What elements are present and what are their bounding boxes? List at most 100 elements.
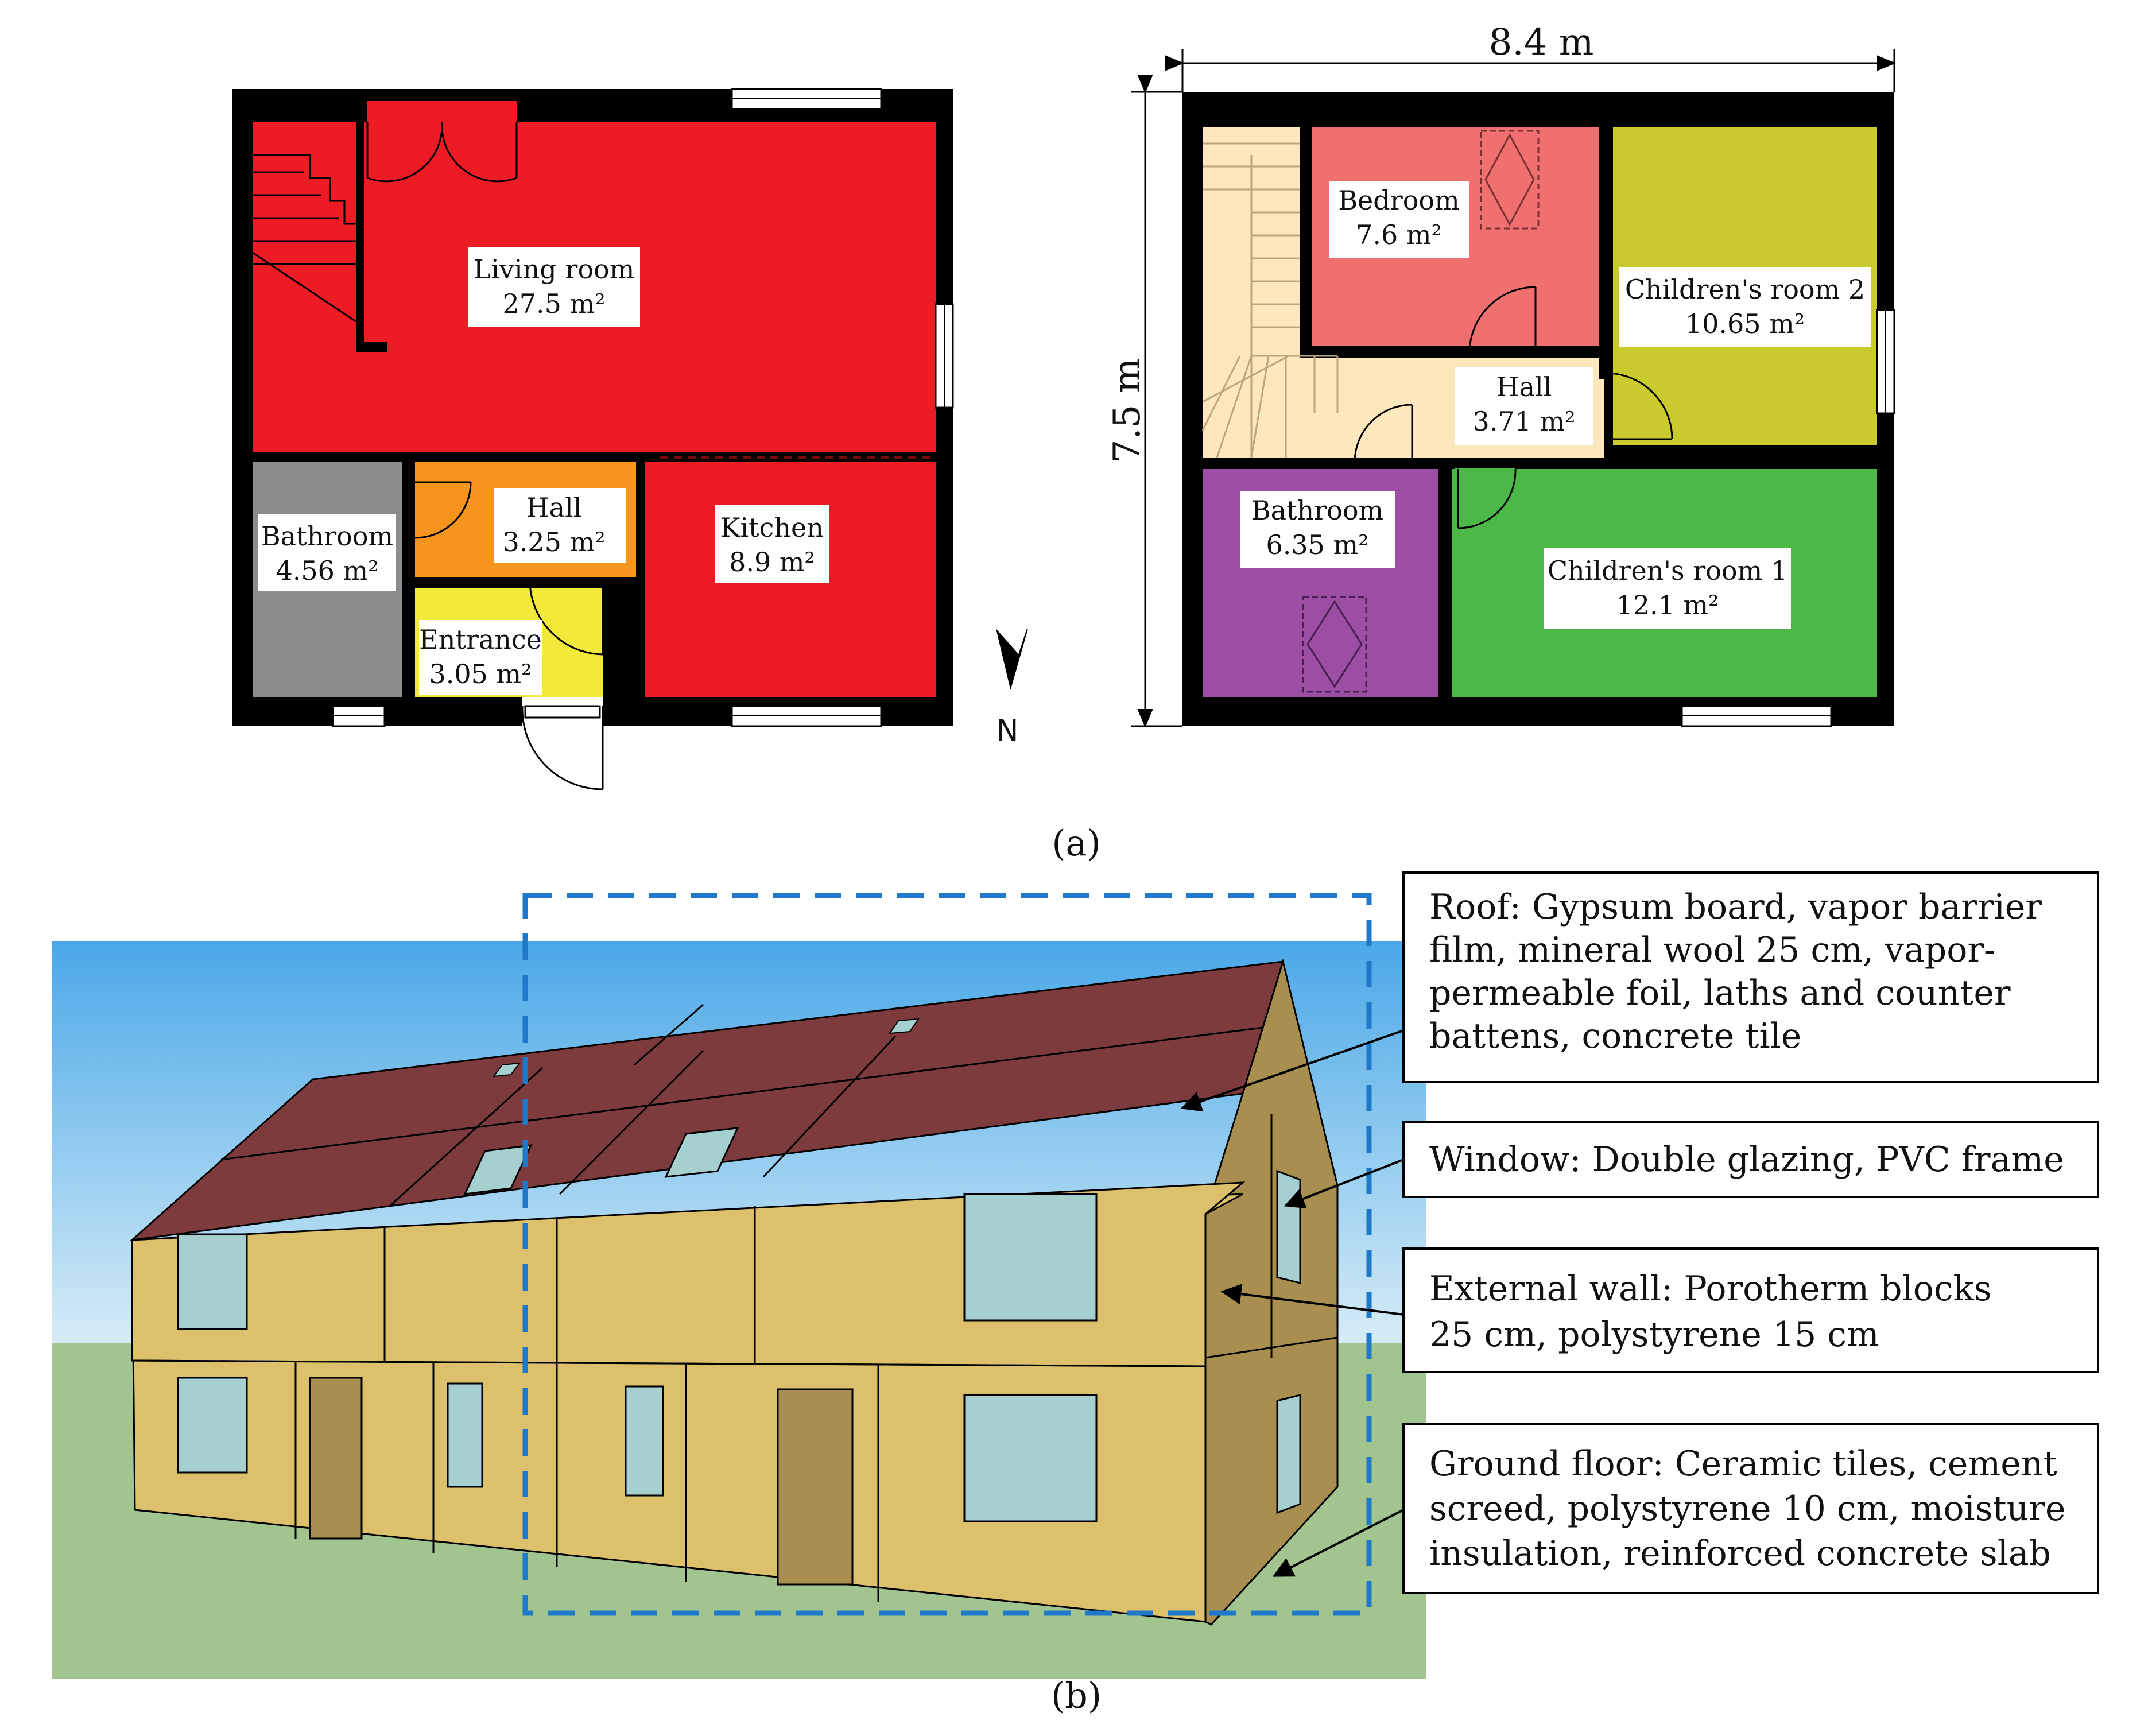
annotation-ground-floor: Ground floor: Ceramic tiles, cement scre… bbox=[1402, 1423, 2099, 1594]
building-3d-view bbox=[52, 893, 1426, 1679]
front-window-4 bbox=[447, 1382, 483, 1488]
entrance-label-box bbox=[419, 620, 542, 695]
bedroom-label-box bbox=[1329, 181, 1469, 258]
wall-stair-bedroom bbox=[1300, 127, 1312, 346]
front-window-5 bbox=[625, 1385, 664, 1497]
roof-annotation-line-4: battens, concrete tile bbox=[1429, 1016, 1801, 1056]
entrance-inner-door bbox=[529, 582, 604, 656]
kitchen-area-label: 8.9 m² bbox=[729, 547, 815, 578]
roof-skylight-3 bbox=[492, 1062, 521, 1078]
wall-annotation-line-1: External wall: Porotherm blocks bbox=[1429, 1269, 1992, 1309]
living-room-area-label: 27.5 m² bbox=[502, 288, 605, 319]
hall-ground-name: Hall bbox=[526, 492, 582, 523]
hall-first-label-box bbox=[1455, 367, 1593, 445]
roof-skylight-4 bbox=[888, 1018, 920, 1034]
bedroom-area-label: 7.6 m² bbox=[1356, 219, 1442, 250]
caption-a: (a) bbox=[1052, 822, 1100, 864]
window-annotation-line-1: Window: Double glazing, PVC frame bbox=[1429, 1140, 2064, 1180]
hall-ground-area-label: 3.25 m² bbox=[502, 526, 605, 557]
ground-floor-plan: Living room 27.5 m² Bathroom 4.56 m² Hal… bbox=[232, 88, 1028, 790]
bathroom-first-name: Bathroom bbox=[1251, 495, 1383, 526]
living-room-top-notch bbox=[367, 101, 517, 124]
kids2-area-label: 10.65 m² bbox=[1685, 308, 1805, 339]
hall-door bbox=[414, 481, 472, 539]
wall-kids2-bottom bbox=[1613, 445, 1877, 458]
wall-hall-kitchen bbox=[636, 462, 645, 577]
window-arrow bbox=[1284, 1158, 1404, 1208]
width-dimension-label: 8.4 m bbox=[1489, 21, 1594, 64]
roof-arrow bbox=[1180, 1029, 1404, 1112]
bathroom-skylight-icon bbox=[1302, 596, 1367, 693]
hall-ground-label-box bbox=[494, 488, 626, 563]
roof-annotation-line-1: Roof: Gypsum board, vapor barrier bbox=[1429, 887, 2042, 927]
wall-bath-hall bbox=[402, 462, 415, 698]
bathroom-ground-name: Bathroom bbox=[261, 521, 393, 552]
kids2-door bbox=[1605, 372, 1673, 440]
ground-arrow bbox=[1272, 1509, 1404, 1577]
wall-hall-kids1 bbox=[1515, 458, 1877, 469]
front-window-2 bbox=[963, 1193, 1098, 1322]
wall-arrow bbox=[1220, 1284, 1404, 1316]
front-window-6 bbox=[963, 1394, 1098, 1522]
side-window-top bbox=[1276, 1169, 1301, 1284]
kids1-name: Children's room 1 bbox=[1548, 555, 1787, 586]
wall-stair bbox=[356, 122, 364, 352]
first-floor-stairs bbox=[1201, 142, 1339, 458]
ground-annotation-line-2: screed, polystyrene 10 cm, moisture bbox=[1429, 1489, 2065, 1529]
kitchen-label-box bbox=[715, 505, 829, 583]
front-window-3 bbox=[177, 1377, 248, 1474]
entrance-area-label: 3.05 m² bbox=[429, 658, 532, 689]
wall-bedroom-kids2 bbox=[1599, 127, 1613, 369]
entrance-name: Entrance bbox=[419, 624, 542, 655]
roof-annotation-line-2: film, mineral wool 25 cm, vapor- bbox=[1429, 930, 1995, 970]
bathroom-first-door bbox=[1354, 404, 1413, 463]
bathroom-first-area-label: 6.35 m² bbox=[1266, 529, 1368, 560]
first-floor-plan: 8.4 m 7.5 m bbox=[1106, 21, 1896, 728]
north-label: N bbox=[996, 714, 1019, 748]
wall-entrance-kitchen bbox=[603, 577, 645, 698]
kids1-label-box bbox=[1544, 548, 1791, 629]
wall-bedroom-bottom bbox=[1300, 346, 1599, 358]
front-window-1 bbox=[177, 1233, 248, 1330]
front-door-2 bbox=[777, 1388, 854, 1586]
roof-annotation-line-3: permeable foil, laths and counter bbox=[1429, 973, 2011, 1013]
living-room-label-box bbox=[468, 247, 640, 327]
kitchen-name: Kitchen bbox=[720, 512, 824, 543]
front-door-1 bbox=[309, 1377, 363, 1540]
hall-first-name: Hall bbox=[1496, 371, 1552, 402]
wall-hall-bathroom bbox=[1203, 458, 1455, 469]
wall-stair-foot bbox=[356, 342, 387, 352]
roof-skylight-1 bbox=[463, 1144, 533, 1195]
annotation-roof: Roof: Gypsum board, vapor barrier film, … bbox=[1402, 871, 2099, 1083]
kids2-label-box bbox=[1619, 267, 1871, 347]
height-dimension-label: 7.5 m bbox=[1106, 358, 1149, 463]
ground-annotation-line-3: insulation, reinforced concrete slab bbox=[1429, 1533, 2051, 1574]
annotation-external-wall: External wall: Porotherm blocks 25 cm, p… bbox=[1402, 1247, 2099, 1373]
entrance-door-opening bbox=[522, 698, 603, 726]
annotation-window: Window: Double glazing, PVC frame bbox=[1402, 1121, 2099, 1198]
wall-living-bottom-left bbox=[253, 452, 660, 462]
north-arrow-icon bbox=[996, 628, 1028, 689]
bedroom-skylight-icon bbox=[1480, 130, 1540, 230]
ground-stairs bbox=[252, 154, 356, 323]
kids2-name: Children's room 2 bbox=[1625, 274, 1865, 305]
wall-annotation-line-2: 25 cm, polystyrene 15 cm bbox=[1429, 1315, 1879, 1355]
bathroom-ground-area-label: 4.56 m² bbox=[276, 555, 378, 586]
ground-annotation-line-1: Ground floor: Ceramic tiles, cement bbox=[1429, 1444, 2057, 1484]
living-room-name: Living room bbox=[474, 254, 635, 285]
bathroom-ground-label-box bbox=[258, 514, 396, 591]
caption-b: (b) bbox=[1051, 1675, 1102, 1716]
kids1-area-label: 12.1 m² bbox=[1616, 590, 1719, 621]
bedroom-door bbox=[1468, 286, 1537, 352]
side-window-bottom bbox=[1276, 1394, 1301, 1514]
wall-hall-entrance bbox=[415, 577, 530, 588]
kids1-door bbox=[1457, 468, 1517, 529]
bedroom-name: Bedroom bbox=[1338, 185, 1459, 216]
living-room-double-door bbox=[366, 122, 518, 183]
hall-first-area-label: 3.71 m² bbox=[1472, 406, 1575, 437]
roof-skylight-2 bbox=[664, 1127, 739, 1178]
dashed-selection-box bbox=[522, 893, 1372, 1616]
entrance-outer-door bbox=[521, 705, 604, 790]
bathroom-first-label-box bbox=[1240, 491, 1395, 568]
